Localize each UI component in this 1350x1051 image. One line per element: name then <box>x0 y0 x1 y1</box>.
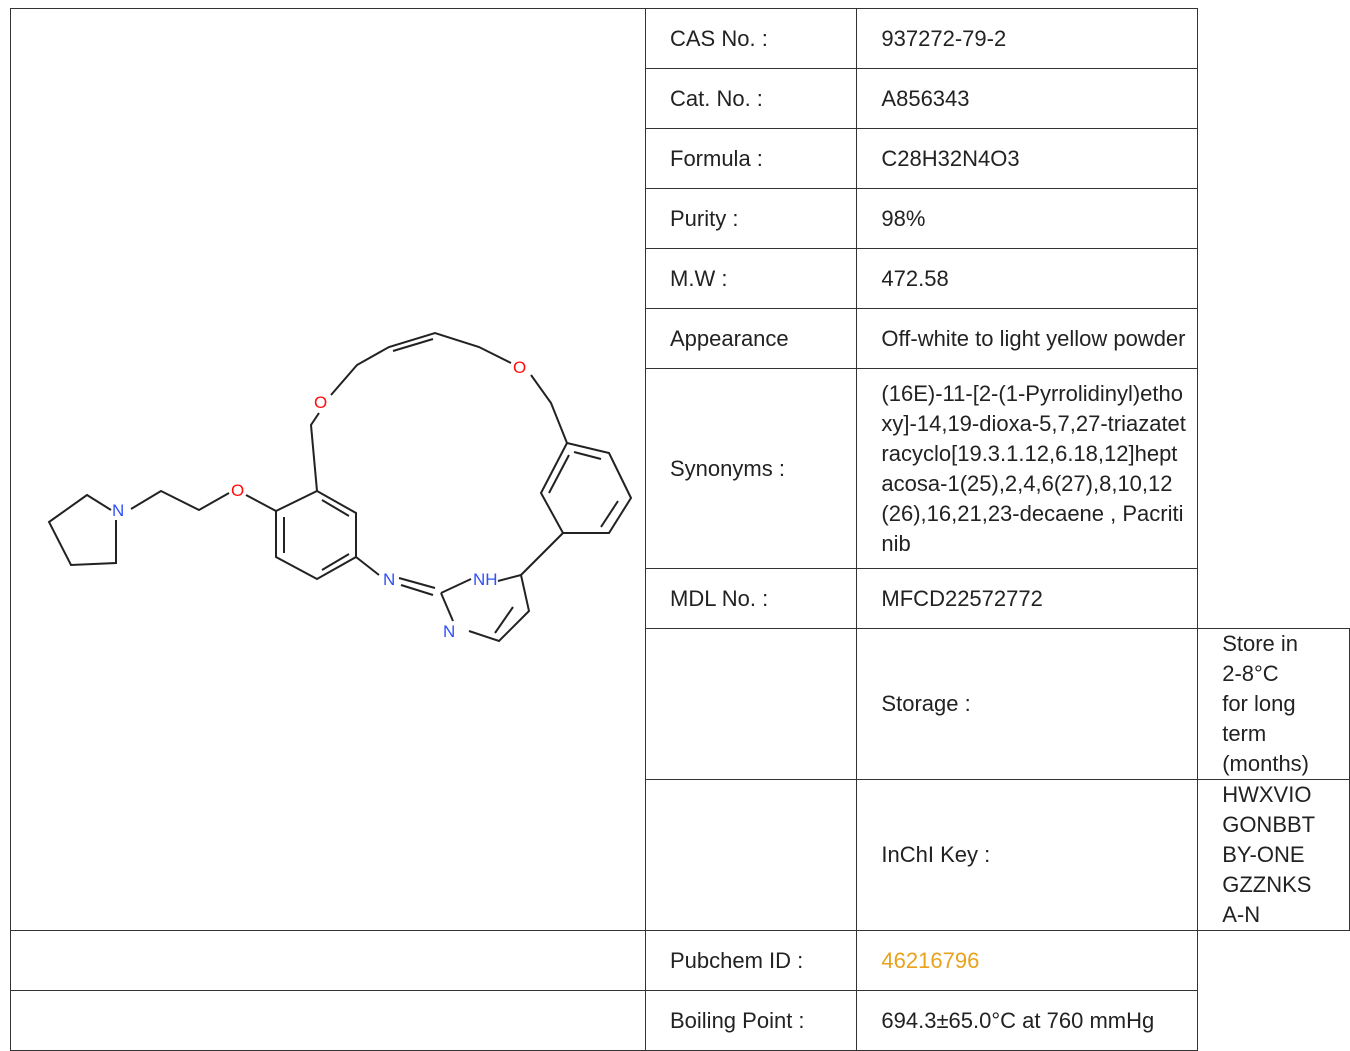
atom-n-pyrrolidine: N <box>112 501 124 520</box>
property-label: Cat. No. : <box>644 68 858 129</box>
table-row: Cat. No. : A856343 <box>11 68 1350 129</box>
atom-n-imine: N <box>383 570 395 589</box>
atom-o-right: O <box>513 358 526 377</box>
table-row: N O O O N NH N CAS No. : 937272-79-2 <box>10 8 1350 931</box>
atom-o-left: O <box>314 393 327 412</box>
atom-o-ether: O <box>231 481 244 500</box>
table-row: Storage : Store in 2-8°C for long term (… <box>11 628 1350 780</box>
product-spec-table: N O O O N NH N CAS No. : 937272-79-2 Cat… <box>10 8 1350 1051</box>
property-value: Store in 2-8°C for long term (months) <box>1197 628 1350 780</box>
property-label: Boiling Point : <box>644 990 858 1051</box>
table-row: Purity : 98% <box>11 188 1350 249</box>
property-label: Pubchem ID : <box>644 930 858 991</box>
table-row: Boiling Point : 694.3±65.0°C at 760 mmHg <box>10 990 1350 1051</box>
table-row: Pubchem ID : 46216796 <box>10 930 1350 991</box>
property-label: M.W : <box>644 248 858 309</box>
atom-n-pyrimidine: N <box>443 622 455 641</box>
chemical-structure-image: N O O O N NH N <box>47 331 633 642</box>
table-row: MDL No. : MFCD22572772 <box>11 568 1350 629</box>
property-value: 472.58 <box>856 248 1199 309</box>
property-label: Purity : <box>644 188 858 249</box>
property-value: 98% <box>856 188 1199 249</box>
property-label: MDL No. : <box>644 568 858 629</box>
property-label: Appearance <box>644 308 858 369</box>
property-label: InChI Key : <box>856 779 1199 931</box>
table-row: Synonyms : (16E)-11-[2-(1-Pyrrolidinyl)e… <box>11 368 1350 569</box>
property-value: 937272-79-2 <box>856 8 1199 69</box>
atom-nh: NH <box>473 570 498 589</box>
property-label: CAS No. : <box>644 8 858 69</box>
property-value: 694.3±65.0°C at 760 mmHg <box>856 990 1199 1051</box>
table-row: M.W : 472.58 <box>11 248 1350 309</box>
empty-cell <box>10 990 646 1051</box>
property-value: C28H32N4O3 <box>856 128 1199 189</box>
pubchem-id-link[interactable]: 46216796 <box>856 930 1199 991</box>
property-value: Off-white to light yellow powder <box>856 308 1199 369</box>
empty-cell <box>10 930 646 991</box>
empty-cell <box>644 779 858 931</box>
property-value: (16E)-11-[2-(1-Pyrrolidinyl)ethoxy]-14,1… <box>856 368 1199 569</box>
property-value: MFCD22572772 <box>856 568 1199 629</box>
property-value: HWXVIOGONBBTBY-ONEGZZNKSA-N <box>1197 779 1350 931</box>
structure-image-cell: N O O O N NH N <box>10 8 646 931</box>
property-label: Storage : <box>856 628 1199 780</box>
table-row: Appearance Off-white to light yellow pow… <box>11 308 1350 369</box>
property-label: Formula : <box>644 128 858 189</box>
empty-cell <box>644 628 858 780</box>
property-value: A856343 <box>856 68 1199 129</box>
table-row: InChI Key : HWXVIOGONBBTBY-ONEGZZNKSA-N <box>11 779 1350 931</box>
property-label: Synonyms : <box>644 368 858 569</box>
